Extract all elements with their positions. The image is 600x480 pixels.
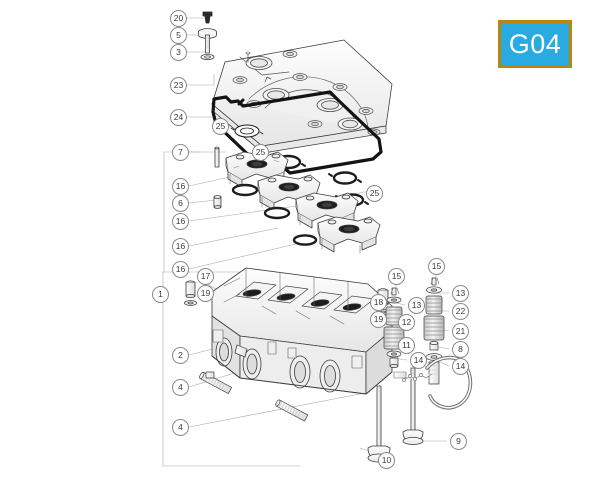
callout-valve-cotter[interactable]: 15: [388, 268, 405, 285]
callout-valve-stem-seal[interactable]: 14: [410, 352, 427, 369]
callout-valve-cotter[interactable]: 15: [428, 258, 445, 275]
callout-outer-valve-spring[interactable]: 22: [452, 303, 469, 320]
callout-valve-stem-seal[interactable]: 18: [370, 294, 387, 311]
page-badge: G04: [498, 20, 572, 68]
callout-spring-retainer[interactable]: 13: [452, 285, 469, 302]
page-badge-box: G04: [501, 23, 569, 65]
callout-head-bolt[interactable]: 4: [172, 379, 189, 396]
callout-cam-cap-oring[interactable]: 16: [172, 213, 189, 230]
page-badge-label: G04: [508, 28, 562, 59]
callout-head-dowel[interactable]: 2: [172, 347, 189, 364]
callout-spring-seat-washer[interactable]: 8: [452, 341, 469, 358]
callout-cam-cap-oring[interactable]: 16: [172, 261, 189, 278]
callout-spark-plug-tube-seal[interactable]: 25: [366, 185, 383, 202]
callout-dowel-pin[interactable]: 6: [172, 195, 189, 212]
callout-head-bolt[interactable]: 4: [172, 419, 189, 436]
callout-cam-cap-oring[interactable]: 16: [172, 238, 189, 255]
callout-spring-seat[interactable]: 19: [370, 311, 387, 328]
breather-hose: [393, 355, 473, 410]
callout-cover-bolt-cap[interactable]: 20: [170, 10, 187, 27]
callout-inner-valve-spring[interactable]: 12: [398, 314, 415, 331]
cam-bearing-caps: [213, 146, 381, 254]
head-dowel: [234, 344, 248, 358]
intake-valve: [367, 385, 391, 463]
callout-spring-retainer[interactable]: 13: [408, 297, 425, 314]
callout-intake-valve[interactable]: 10: [378, 452, 395, 469]
callout-cover-bolt[interactable]: 5: [170, 27, 187, 44]
valve-cover: [211, 39, 393, 154]
callout-valve-stem-seal[interactable]: 14: [452, 358, 469, 375]
cylinder-head: [211, 267, 393, 395]
callout-cam-bearing-cap[interactable]: 7: [172, 144, 189, 161]
callout-cam-cap-oring[interactable]: 16: [172, 178, 189, 195]
cover-bolt-assembly: [198, 11, 217, 61]
callout-valve-cover[interactable]: 23: [170, 77, 187, 94]
callout-outer-valve-spring[interactable]: 11: [398, 337, 415, 354]
callout-inner-valve-spring[interactable]: 21: [452, 323, 469, 340]
callout-bolt-washer[interactable]: 3: [170, 44, 187, 61]
callout-cylinder-head[interactable]: 1: [152, 286, 169, 303]
callout-valve-cover-gasket[interactable]: 24: [170, 109, 187, 126]
callout-valve-guide[interactable]: 17: [197, 268, 214, 285]
callout-valve-seat-ring[interactable]: 19: [197, 285, 214, 302]
valve-guide-left: [184, 280, 197, 306]
callout-spark-plug-tube-seal[interactable]: 25: [252, 144, 269, 161]
callout-spark-plug-tube-seal[interactable]: 25: [212, 118, 229, 135]
callout-exhaust-valve[interactable]: 9: [450, 433, 467, 450]
